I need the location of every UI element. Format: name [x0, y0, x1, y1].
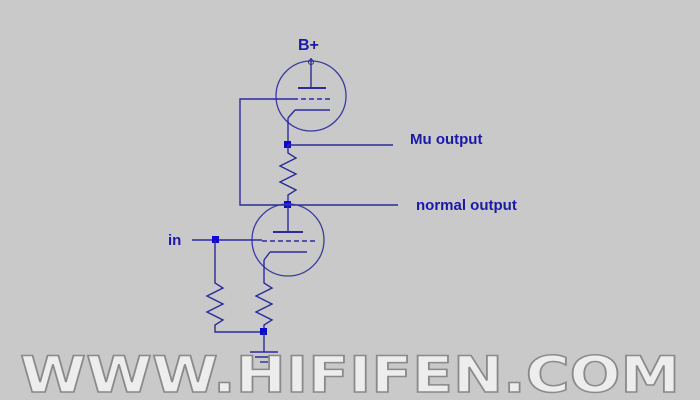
normal-output-label: normal output — [416, 197, 517, 214]
upper-triode-icon — [275, 58, 347, 132]
input-node — [212, 236, 219, 243]
upper-grid-wire — [239, 98, 293, 206]
plate-resistor-icon — [278, 145, 298, 205]
ground-node — [260, 328, 267, 335]
mu-output-node — [284, 141, 291, 148]
input-label: in — [168, 232, 181, 249]
supply-label: B+ — [298, 37, 319, 54]
lower-triode-icon — [251, 203, 325, 277]
ground-icon — [250, 351, 278, 363]
supply-terminal — [308, 59, 314, 65]
mu-output-label: Mu output — [410, 131, 482, 148]
grid-resistor-icon — [205, 240, 263, 333]
cathode-resistor-icon — [254, 260, 274, 332]
watermark-text: WWW.HIFIFEN.COM — [20, 346, 680, 400]
